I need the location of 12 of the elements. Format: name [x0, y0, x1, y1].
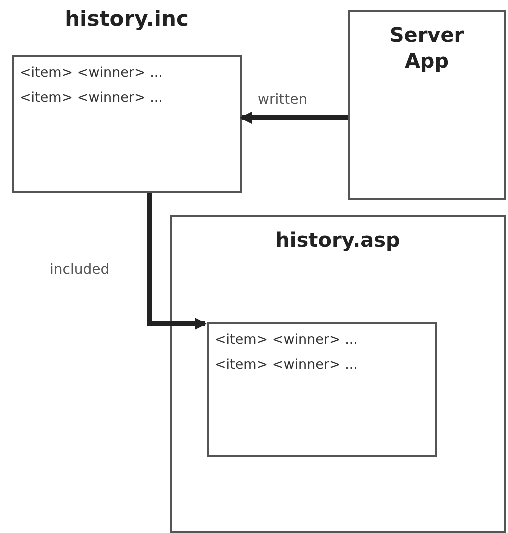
code-line: <item> <winner> ...	[20, 65, 163, 81]
box-title: history.inc	[64, 7, 190, 31]
text-box	[348, 10, 506, 200]
text-box	[207, 322, 437, 457]
arrow	[148, 193, 207, 330]
code-line: <item> <winner> ...	[215, 357, 358, 373]
code-line: <item> <winner> ...	[20, 90, 163, 106]
box-title: history.asp	[274, 227, 402, 253]
arrow	[240, 112, 348, 124]
text-box	[170, 215, 506, 533]
code-line: <item> <winner> ...	[215, 332, 358, 348]
box-title: Server App	[388, 22, 466, 74]
